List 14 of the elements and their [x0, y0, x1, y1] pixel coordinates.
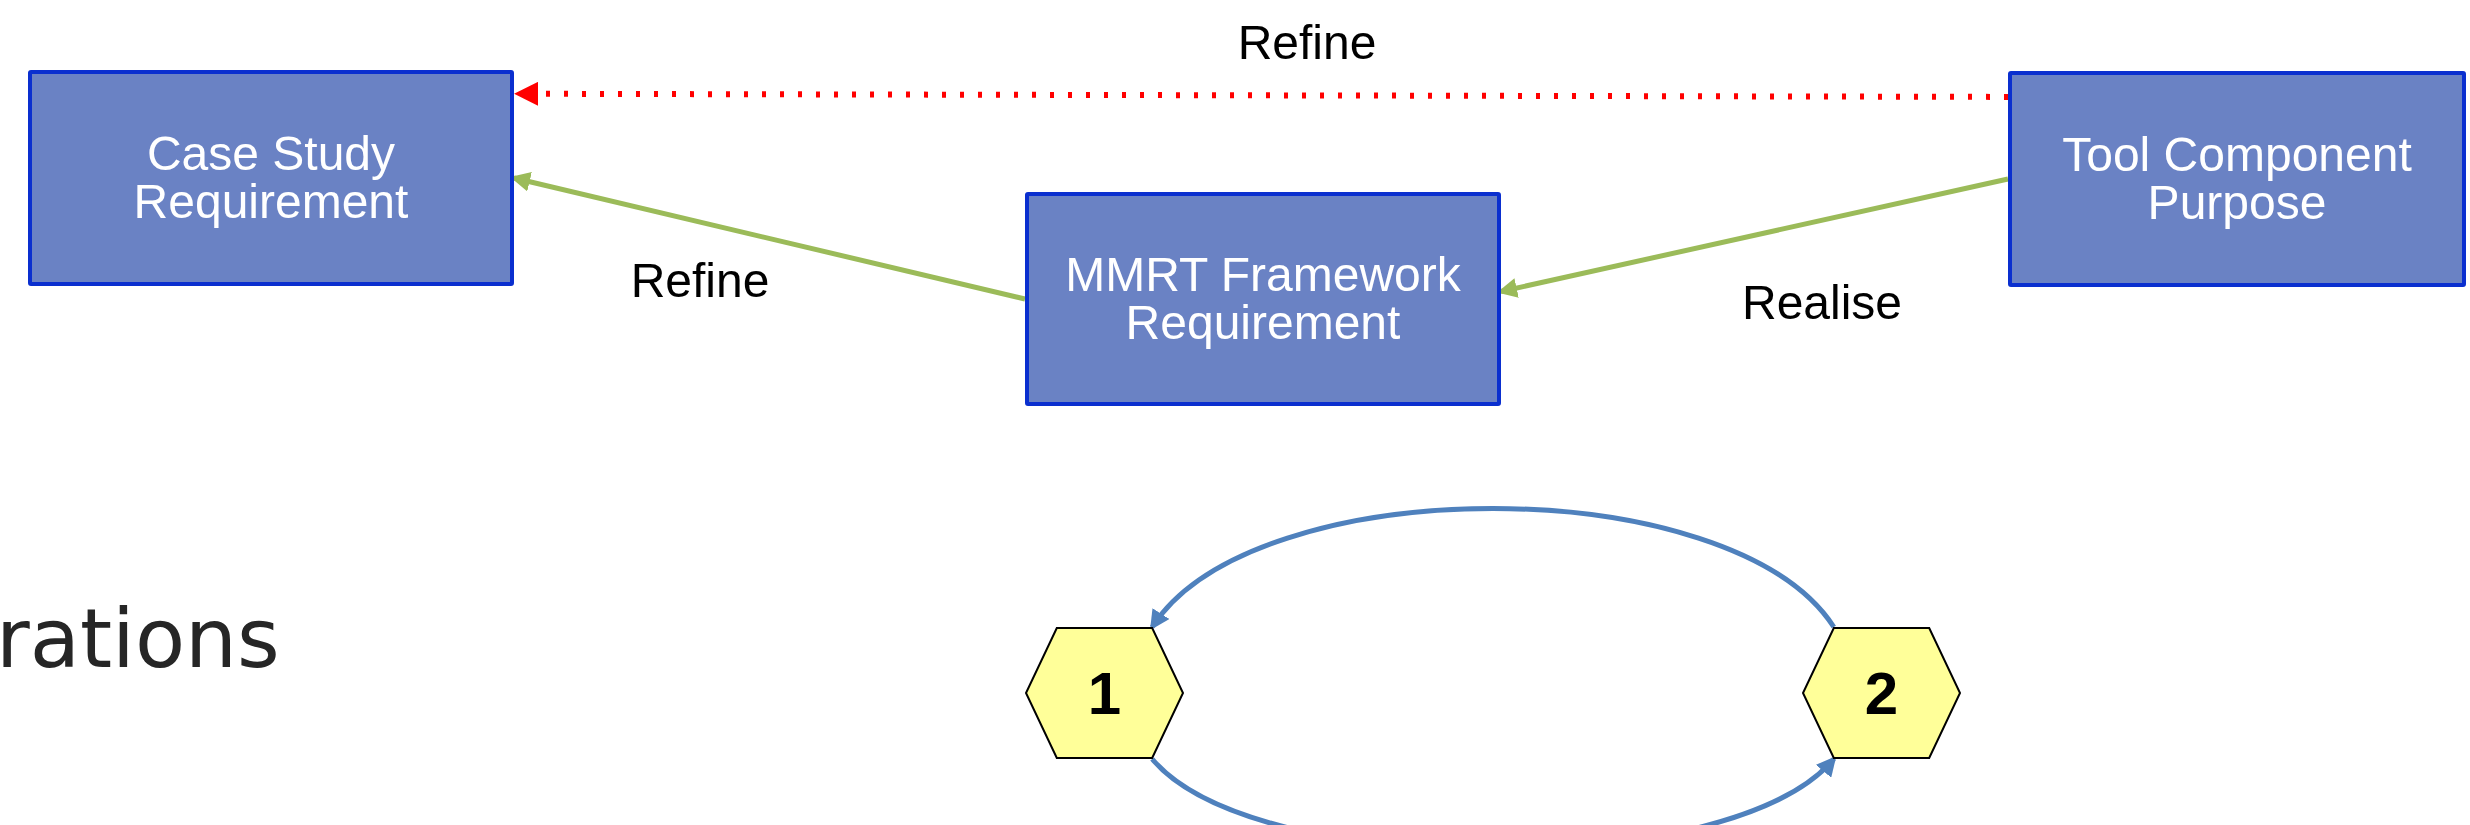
heading-text: rations — [0, 598, 280, 680]
requirement-box — [28, 70, 514, 286]
arrow — [1149, 506, 1836, 630]
arrow — [1150, 756, 1837, 825]
step-number: 1 — [1087, 658, 1122, 728]
requirement-box — [2008, 71, 2466, 287]
step-number: 2 — [1864, 658, 1899, 728]
box-text: Case Study Requirement — [132, 130, 410, 226]
dotted-arrow — [514, 81, 2008, 106]
box-text: Tool Component Purpose — [2061, 131, 2413, 227]
hexagon — [1025, 627, 1184, 759]
hexagon — [1802, 627, 1961, 759]
box-text: MMRT Framework Requirement — [1064, 251, 1462, 347]
requirement-box — [1025, 192, 1501, 406]
